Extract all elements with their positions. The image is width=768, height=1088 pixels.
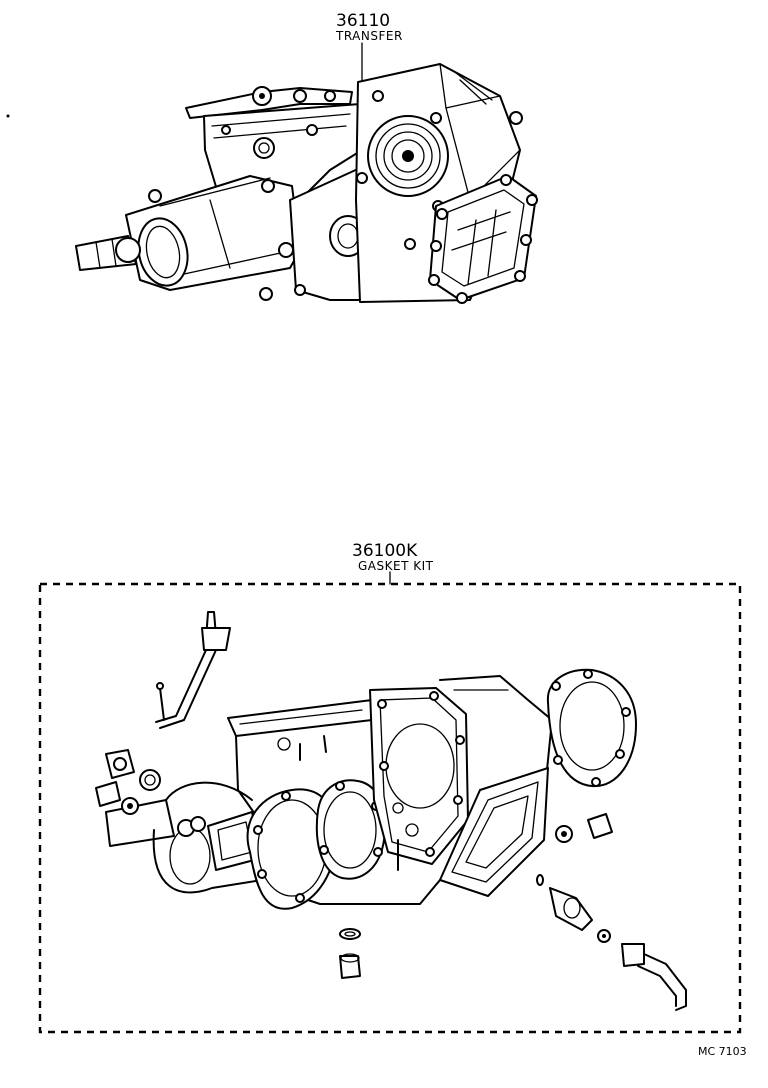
transfer-part-number: 36110 <box>336 11 390 31</box>
transfer-assembly-drawing <box>6 63 538 304</box>
gasket-kit-boundary <box>38 582 742 1034</box>
gasket-kit-label: 36100K GASKET KIT <box>352 541 434 585</box>
gasket-kit-drawing <box>95 611 687 1011</box>
gasket-kit-part-name: GASKET KIT <box>358 559 434 573</box>
gasket-kit-part-number: 36100K <box>352 541 418 561</box>
diagram-code: MC 7103 <box>698 1045 747 1058</box>
transfer-part-name: TRANSFER <box>335 29 403 43</box>
transfer-label: 36110 TRANSFER <box>335 11 403 83</box>
